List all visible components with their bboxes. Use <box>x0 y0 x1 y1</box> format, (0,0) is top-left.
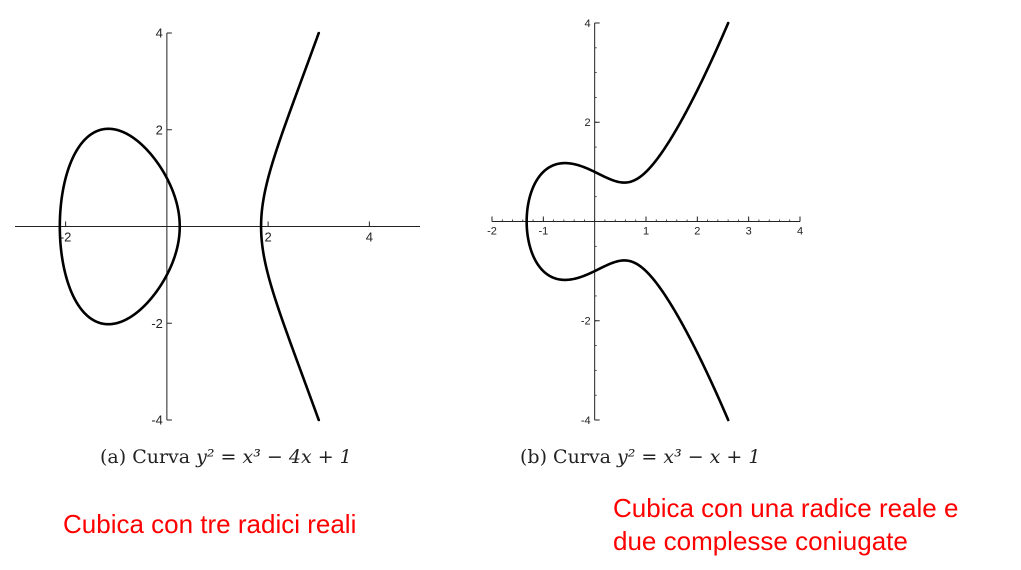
curve-oval-a <box>58 127 182 326</box>
caption-a-prefix: (a) Curva <box>100 446 191 468</box>
plot-b: -2 -1 1 2 3 4 4 2 -2 -4 <box>487 18 803 427</box>
x-tick-label: 2 <box>265 230 272 245</box>
plot-a: -2 2 4 4 2 -2 -4 <box>15 26 420 428</box>
x-tick-label: 4 <box>366 230 373 245</box>
note-b-line-1: Cubica con una radice reale e <box>613 493 959 523</box>
curve-branch-b <box>525 21 730 422</box>
caption-a-equation: y² = x³ − 4x + 1 <box>196 446 352 468</box>
x-tick-label: 3 <box>746 226 752 238</box>
y-tick-label: 2 <box>585 117 591 129</box>
y-tick-label: -4 <box>151 413 163 428</box>
note-a-text: Cubica con tre radici reali <box>63 509 357 539</box>
y-tick-label: -2 <box>581 316 591 328</box>
y-tick-label: 2 <box>156 122 163 137</box>
caption-b-prefix: (b) Curva <box>520 446 611 468</box>
note-a: Cubica con tre radici reali <box>63 508 356 541</box>
y-tick-label: -4 <box>581 415 591 427</box>
y-tick-label: 4 <box>156 26 163 41</box>
caption-b-equation: y² = x³ − x + 1 <box>617 446 761 468</box>
x-tick-label: 2 <box>694 226 700 238</box>
note-b-line-2: due complesse coniugate <box>613 526 908 556</box>
y-tick-label: 4 <box>585 18 591 30</box>
x-tick-label: -2 <box>487 226 497 238</box>
caption-a: (a) Curva y² = x³ − 4x + 1 <box>100 446 352 468</box>
note-b: Cubica con una radice reale e due comple… <box>613 492 958 558</box>
x-tick-label: 4 <box>797 226 803 238</box>
x-tick-label: -2 <box>60 230 72 245</box>
x-tick-label: -1 <box>538 226 548 238</box>
curve-branch-right-a <box>259 31 321 422</box>
x-tick-label: 1 <box>643 226 649 238</box>
y-tick-label: -2 <box>151 316 163 331</box>
caption-b: (b) Curva y² = x³ − x + 1 <box>520 446 760 468</box>
